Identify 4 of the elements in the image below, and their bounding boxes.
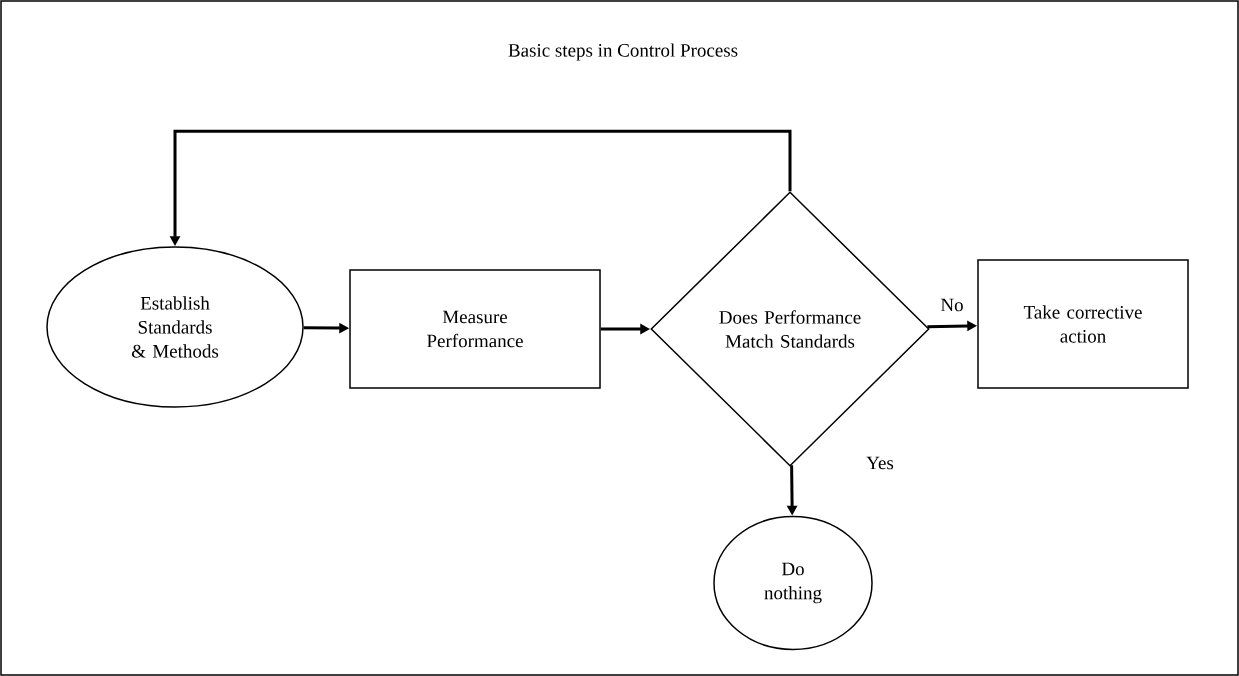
title: Basic steps in Control Process: [508, 43, 738, 61]
process-box: Measure Performance: [349, 269, 601, 389]
process-box: Take corrective action: [977, 259, 1189, 389]
edge-label: No: [939, 297, 965, 313]
